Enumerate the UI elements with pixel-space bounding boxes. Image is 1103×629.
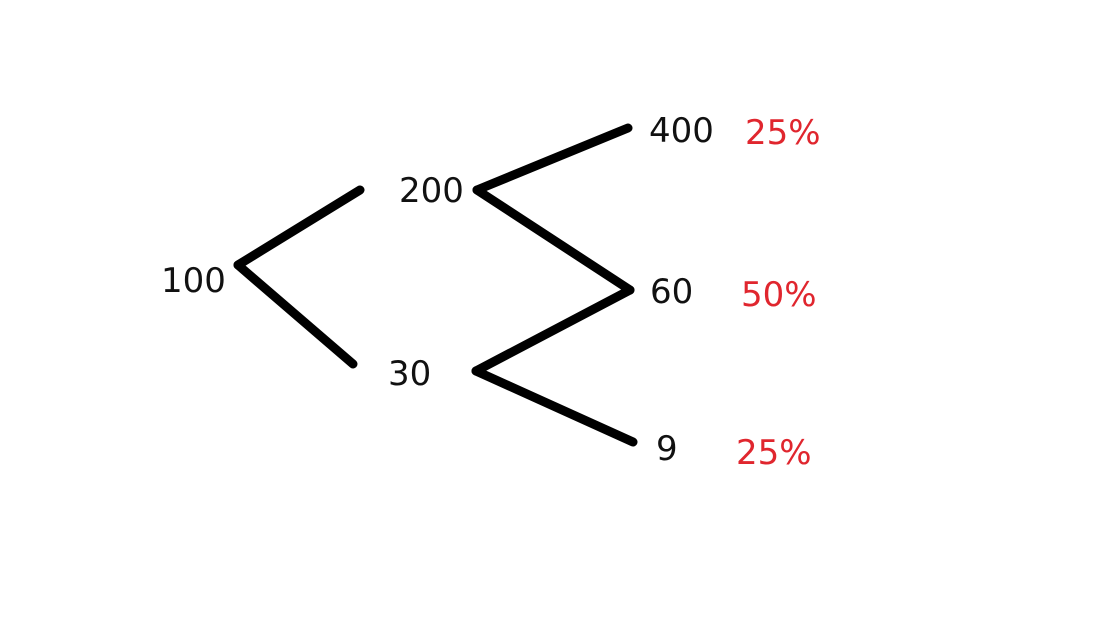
probability-middle: 50% — [741, 275, 817, 315]
probability-upup: 25% — [745, 113, 821, 153]
node-root-value: 100 — [161, 261, 226, 301]
branch-root-to-up — [233, 185, 365, 270]
branch-down-to-downdown — [471, 366, 638, 447]
branch-down-to-middle — [471, 285, 635, 376]
node-middle-value: 60 — [650, 272, 694, 312]
node-downdown-value: 9 — [656, 429, 678, 469]
node-down-value: 30 — [388, 354, 432, 394]
node-upup-value: 400 — [649, 111, 714, 151]
node-up-value: 200 — [399, 171, 464, 211]
branch-root-to-down — [233, 260, 358, 369]
branch-up-to-middle — [472, 185, 635, 295]
probability-downdown: 25% — [736, 433, 812, 473]
branch-up-to-upup — [472, 123, 633, 195]
